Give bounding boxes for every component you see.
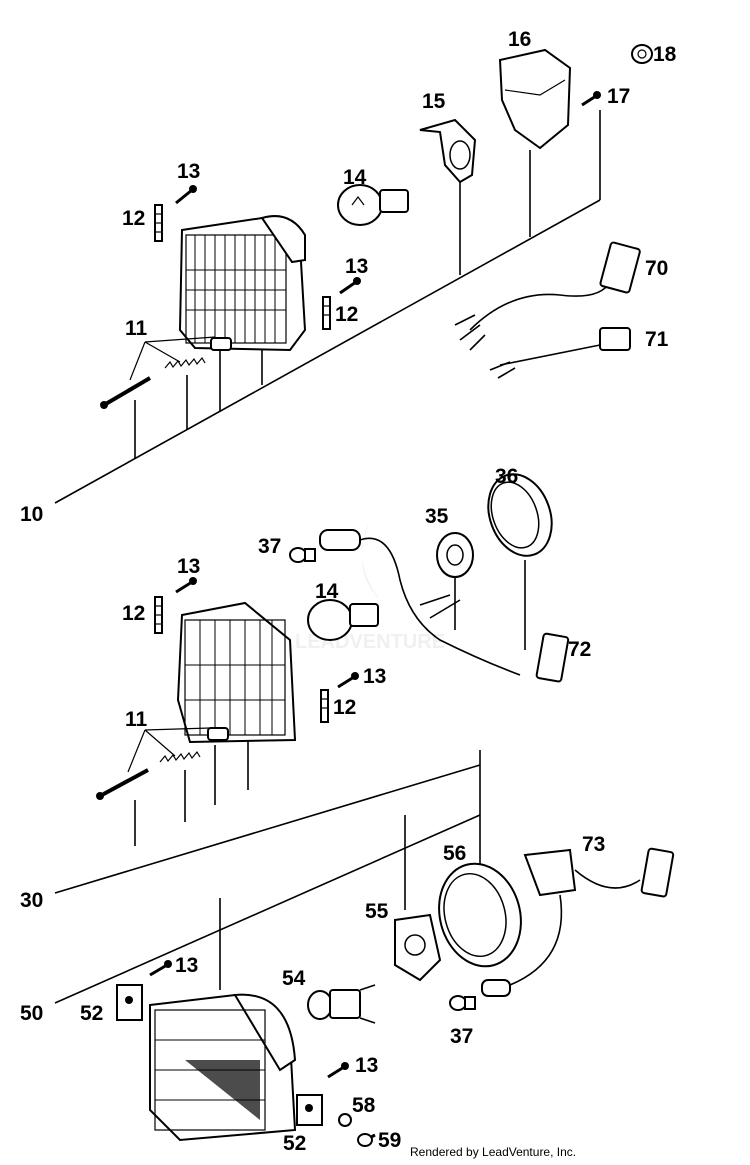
label-15: 15 bbox=[422, 90, 446, 113]
screw-13-b bbox=[339, 277, 361, 295]
label-12-b: 12 bbox=[335, 303, 358, 326]
label-18: 18 bbox=[653, 43, 677, 66]
wiring-harness-71 bbox=[489, 327, 631, 379]
bulb-37-a bbox=[289, 547, 316, 563]
label-36: 36 bbox=[495, 465, 518, 488]
label-12-d: 12 bbox=[333, 696, 356, 719]
holder-35 bbox=[436, 532, 474, 630]
label-13-f: 13 bbox=[355, 1054, 378, 1077]
bulb-14-b bbox=[307, 599, 379, 641]
bulb-54 bbox=[307, 984, 376, 1024]
adjuster-screw-11-a bbox=[100, 376, 152, 409]
adjuster-spring-11-a bbox=[164, 356, 206, 369]
label-71: 71 bbox=[645, 328, 669, 351]
label-14-a: 14 bbox=[343, 166, 367, 189]
label-30: 30 bbox=[20, 889, 43, 912]
label-10: 10 bbox=[20, 503, 43, 526]
label-13-e: 13 bbox=[175, 954, 198, 977]
label-59: 59 bbox=[378, 1129, 401, 1152]
screw-13-d bbox=[337, 672, 359, 689]
screw-13-e bbox=[149, 960, 172, 977]
label-37-a: 37 bbox=[258, 535, 281, 558]
credit-text: Rendered by LeadVenture, Inc. bbox=[410, 1145, 577, 1159]
screw-17 bbox=[581, 91, 601, 107]
label-54: 54 bbox=[282, 967, 306, 990]
label-12-c: 12 bbox=[122, 602, 145, 625]
label-58: 58 bbox=[352, 1094, 376, 1117]
wiring-harness-70 bbox=[454, 241, 641, 351]
adjuster-nut-11-b bbox=[207, 727, 229, 741]
label-35: 35 bbox=[425, 505, 449, 528]
headlight-50 bbox=[149, 993, 297, 1142]
bulb-14-a bbox=[337, 184, 409, 226]
screw-13-f bbox=[327, 1062, 349, 1079]
spring-nut-12-c bbox=[154, 596, 163, 634]
label-52-b: 52 bbox=[283, 1132, 306, 1155]
holder-55 bbox=[394, 913, 442, 982]
socket-harness-30 bbox=[319, 529, 570, 683]
label-72: 72 bbox=[568, 638, 591, 661]
label-11-a: 11 bbox=[125, 317, 148, 340]
screw-59 bbox=[357, 1133, 376, 1147]
screw-13-c bbox=[175, 577, 197, 594]
label-13-a: 13 bbox=[177, 160, 200, 183]
label-37-b: 37 bbox=[450, 1025, 473, 1048]
label-13-c: 13 bbox=[177, 555, 200, 578]
label-17: 17 bbox=[607, 85, 630, 108]
part-labels: 10 11 12 12 13 13 14 15 16 17 18 70 71 3… bbox=[20, 28, 677, 1155]
adjuster-screw-11-b bbox=[96, 768, 149, 800]
cover-16 bbox=[498, 48, 572, 150]
label-50: 50 bbox=[20, 1002, 43, 1025]
adjuster-spring-11-b bbox=[159, 750, 201, 763]
ring-56 bbox=[438, 862, 522, 968]
label-14-b: 14 bbox=[315, 580, 339, 603]
adjuster-nut-11-a bbox=[210, 337, 232, 351]
headlight-10 bbox=[178, 215, 307, 352]
label-13-b: 13 bbox=[345, 255, 368, 278]
housing-36 bbox=[487, 473, 553, 650]
clip-52-a bbox=[116, 984, 143, 1021]
headlight-30 bbox=[176, 601, 297, 744]
spring-nut-12-d bbox=[320, 689, 329, 723]
assembly-50 bbox=[54, 765, 675, 1147]
spring-nut-12-a bbox=[154, 204, 163, 242]
label-13-d: 13 bbox=[363, 665, 386, 688]
bracket-15 bbox=[419, 118, 477, 184]
spring-nut-12-b bbox=[322, 296, 331, 330]
label-55: 55 bbox=[365, 900, 389, 923]
label-56: 56 bbox=[443, 842, 466, 865]
washer-58 bbox=[338, 1113, 352, 1127]
assembly-10 bbox=[54, 44, 653, 504]
label-52-a: 52 bbox=[80, 1002, 103, 1025]
wiring-harness-73 bbox=[481, 847, 675, 997]
screw-13-a bbox=[175, 185, 197, 205]
label-12-a: 12 bbox=[122, 207, 145, 230]
label-73: 73 bbox=[582, 833, 605, 856]
assembly-30 bbox=[54, 473, 570, 894]
nut-18 bbox=[631, 44, 653, 64]
clip-52-b bbox=[296, 1094, 323, 1126]
label-16: 16 bbox=[508, 28, 531, 51]
bulb-37-b bbox=[449, 995, 476, 1011]
label-70: 70 bbox=[645, 257, 668, 280]
label-11-b: 11 bbox=[125, 708, 148, 731]
